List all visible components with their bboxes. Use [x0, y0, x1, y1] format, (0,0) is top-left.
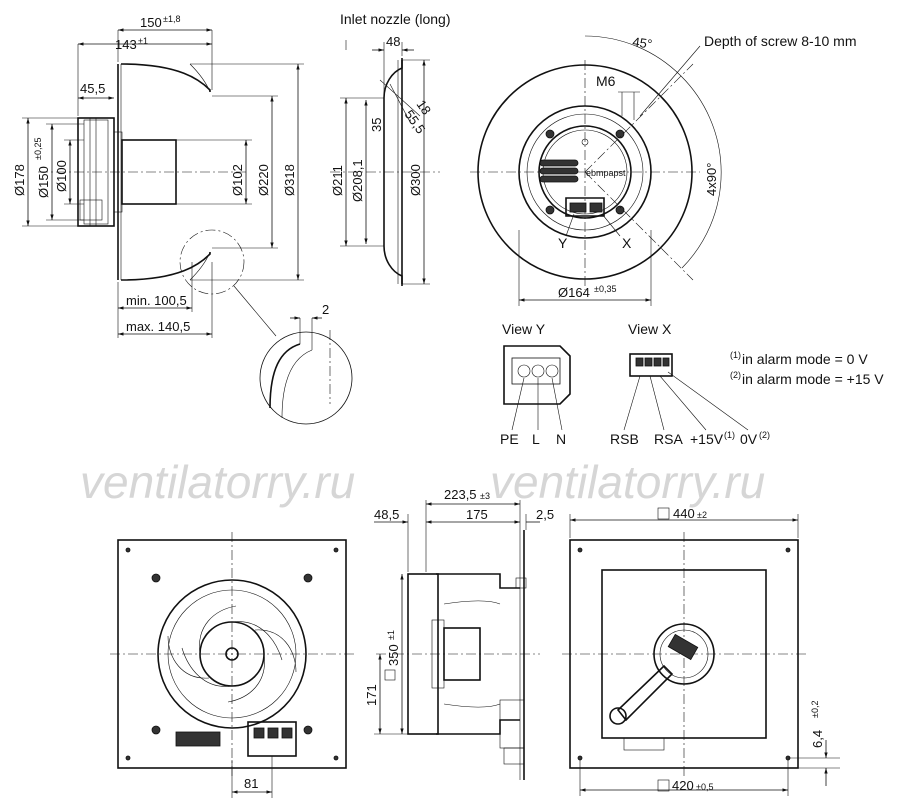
- dim-overall-length-tol: ±1,8: [163, 14, 180, 24]
- angle-45: 45°: [632, 34, 654, 52]
- view-y-plug: [503, 345, 571, 405]
- dim-d164-tol: ±0,35: [594, 284, 616, 294]
- note-2-text: in alarm mode = +15 V: [742, 371, 884, 387]
- dim-w81: 81: [244, 776, 258, 791]
- dim-t64: 6,4: [810, 730, 825, 748]
- pin-pe: PE: [500, 431, 519, 447]
- dim-w48: 48: [386, 34, 400, 49]
- pin-15v: +15V: [690, 431, 724, 447]
- pin-0v: 0V: [740, 431, 758, 447]
- pin-l: L: [532, 431, 540, 447]
- dim-flange: 45,5: [80, 81, 105, 96]
- dim-h171: 171: [364, 684, 379, 706]
- dim-body-length-tol: ±1: [138, 36, 148, 46]
- terminal-box: [247, 721, 297, 757]
- dim-d208: Ø208,1: [350, 159, 365, 202]
- connector-views: View Y PE L N View X RSB RSA +15V (1) 0V…: [500, 321, 884, 447]
- dim-depth-total: 223,5: [444, 487, 477, 502]
- dim-sq420: 420: [672, 778, 694, 793]
- plate-front-view: 81: [110, 532, 354, 798]
- pin-rsb: RSB: [610, 431, 639, 447]
- angle-4x90: 4x90°: [704, 163, 719, 196]
- dim-sq440: 440: [673, 506, 695, 521]
- dim-sq350-tol: ±1: [386, 630, 396, 640]
- dim-d150-tol: ±0,25: [33, 138, 43, 160]
- dim-d211: Ø211: [330, 165, 345, 196]
- plate-rear-view: 440 ±2 420 ±0,5 6,4 ±0,2: [562, 506, 840, 796]
- dim-d318: Ø318: [282, 164, 297, 196]
- note-1-text: in alarm mode = 0 V: [742, 351, 868, 367]
- dim-depth-tol: ±3: [480, 491, 490, 501]
- watermark-left: ventilatorry.ru: [80, 456, 355, 508]
- detail-marker: [179, 229, 245, 295]
- label-y: Y: [558, 235, 568, 251]
- plate-side-view: 223,5 ±3 48,5 175 2,5 350 ±1 171: [364, 487, 554, 780]
- dim-sq350: 350: [386, 644, 401, 666]
- m6-label: M6: [596, 73, 616, 89]
- dim-sq440-tol: ±2: [697, 510, 707, 520]
- front-view: ebmpapst 45° 4x90° Depth of screw 8-10 m…: [470, 33, 857, 306]
- screw-depth-note: Depth of screw 8-10 mm: [704, 33, 857, 49]
- view-x-plug: [629, 353, 673, 377]
- dim-min: min. 100,5: [126, 293, 187, 308]
- note-2-mark: (2): [730, 370, 741, 380]
- label-x: X: [622, 235, 632, 251]
- dim-gap: 2: [322, 302, 329, 317]
- nozzle-title: Inlet nozzle (long): [340, 11, 451, 27]
- brand-logo: ebmpapst: [586, 168, 626, 178]
- dim-d220: Ø220: [256, 164, 271, 196]
- dim-body-length: 143: [115, 37, 137, 52]
- motor-body: [121, 139, 177, 205]
- dim-max: max. 140,5: [126, 319, 190, 334]
- pin-rsa: RSA: [654, 431, 683, 447]
- dim-d164: Ø164: [558, 285, 590, 300]
- side-view: 150 ±1,8 143 ±1 45,5 Ø178 Ø150 ±0,25 Ø10…: [12, 14, 353, 425]
- dim-d100: Ø100: [54, 160, 69, 192]
- pin-15v-sup: (1): [724, 430, 735, 440]
- note-1-mark: (1): [730, 350, 741, 360]
- dim-overall-length: 150: [140, 15, 162, 30]
- dim-d178: Ø178: [12, 164, 27, 196]
- pin-n: N: [556, 431, 566, 447]
- dim-48-5: 48,5: [374, 507, 399, 522]
- dim-d150: Ø150: [36, 166, 51, 198]
- dim-175: 175: [466, 507, 488, 522]
- detail-circle: [259, 331, 353, 425]
- view-y-title: View Y: [502, 321, 546, 337]
- dim-t64-tol: ±0,2: [810, 701, 820, 718]
- pin-0v-sup: (2): [759, 430, 770, 440]
- watermark-right: ventilatorry.ru: [490, 456, 765, 508]
- dim-35: 35: [369, 118, 384, 132]
- dim-d102: Ø102: [230, 164, 245, 196]
- dim-sq420-tol: ±0,5: [696, 782, 713, 792]
- dim-d300: Ø300: [408, 164, 423, 196]
- inlet-nozzle-view: Inlet nozzle (long) 48 35 55,5 18 Ø211 Ø…: [330, 11, 451, 286]
- dim-2-5: 2,5: [536, 507, 554, 522]
- view-x-title: View X: [628, 321, 672, 337]
